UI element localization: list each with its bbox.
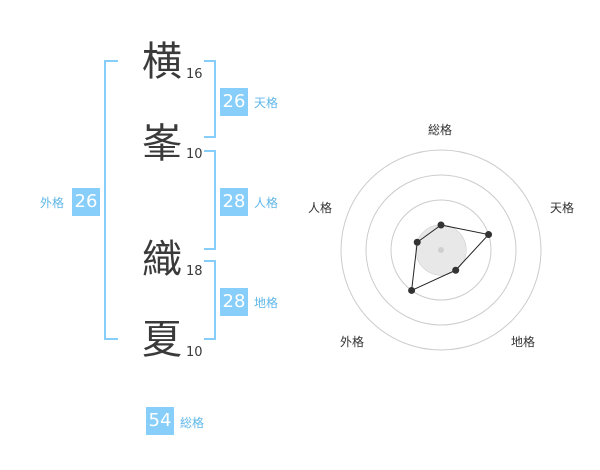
radar-series-outline [411, 224, 490, 292]
tenkaku-bracket [204, 60, 216, 138]
radar-point-2 [452, 266, 460, 274]
chikaku-bracket [204, 260, 216, 340]
stroke-count-4: 10 [186, 345, 203, 360]
jinkaku-bracket [204, 150, 216, 250]
radar-ring-2 [390, 199, 492, 301]
radar-label-soukaku: 総格 [428, 123, 453, 137]
radar-point-1 [485, 231, 493, 239]
stroke-count-2: 10 [186, 147, 203, 162]
stroke-count-1: 16 [186, 67, 203, 82]
jinkaku-value: 28 [220, 188, 248, 216]
radar-label-tenkaku: 天格 [550, 201, 575, 215]
radar-ring-3 [365, 174, 517, 326]
name-char-3: 織 [142, 237, 182, 283]
tenkaku-value: 26 [220, 88, 248, 116]
chikaku-label: 地格 [254, 296, 279, 310]
name-char-1: 横 [142, 39, 182, 85]
soukaku-label: 総格 [180, 416, 205, 430]
radar-point-0 [437, 221, 445, 229]
jinkaku-label: 人格 [254, 196, 279, 210]
radar-label-jinkaku: 人格 [308, 201, 333, 215]
stroke-count-3: 18 [186, 264, 203, 279]
tenkaku-label: 天格 [254, 96, 279, 110]
radar-label-gaikaku: 外格 [340, 335, 365, 349]
soukaku-value: 54 [146, 407, 174, 435]
radar-point-4 [413, 238, 421, 246]
name-char-4: 夏 [142, 317, 182, 363]
radar-ring-4 [340, 149, 542, 351]
gaikaku-label: 外格 [40, 196, 65, 210]
chikaku-value: 28 [220, 288, 248, 316]
name-char-2: 峯 [142, 121, 182, 167]
gaikaku-bracket [104, 60, 118, 340]
gaikaku-value: 26 [72, 188, 100, 216]
radar-point-3 [408, 286, 416, 294]
radar-label-chikaku: 地格 [511, 335, 536, 349]
radar-center-dot [438, 247, 444, 253]
